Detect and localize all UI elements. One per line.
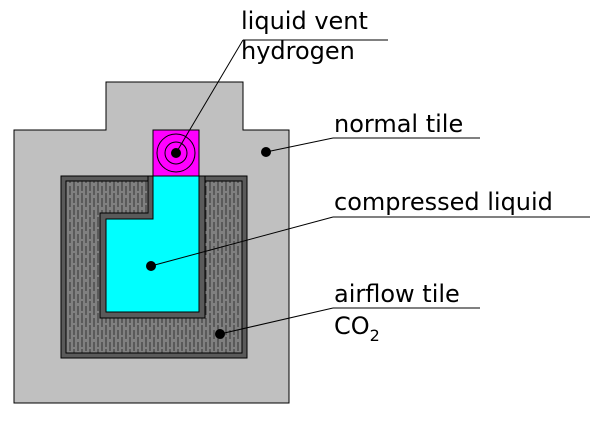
airflow-marker-dot	[215, 329, 225, 339]
vent-leader-line	[175, 39, 244, 154]
vent-marker-dot	[171, 148, 181, 158]
compressed-liquid-label: compressed liquid	[334, 188, 553, 216]
airflow-label-subscript: 2	[370, 326, 380, 345]
airflow-label-line1: airflow tile	[334, 280, 460, 308]
liquid-leader-line	[150, 216, 334, 267]
vent-inner-ring	[164, 141, 188, 165]
normal-tile-leader-line	[265, 137, 334, 153]
airflow-label-co-text: CO	[334, 312, 370, 340]
vent-outer-ring	[156, 133, 196, 173]
normal-tile-label: normal tile	[334, 110, 463, 138]
airflow-leader-line	[219, 307, 334, 335]
liquid-marker-dot	[146, 261, 156, 271]
normal-tile-marker-dot	[261, 147, 271, 157]
vent-label-line1: liquid vent	[241, 7, 368, 35]
airflow-label-co: CO2	[334, 312, 380, 345]
vent-label-line2: hydrogen	[241, 37, 355, 65]
